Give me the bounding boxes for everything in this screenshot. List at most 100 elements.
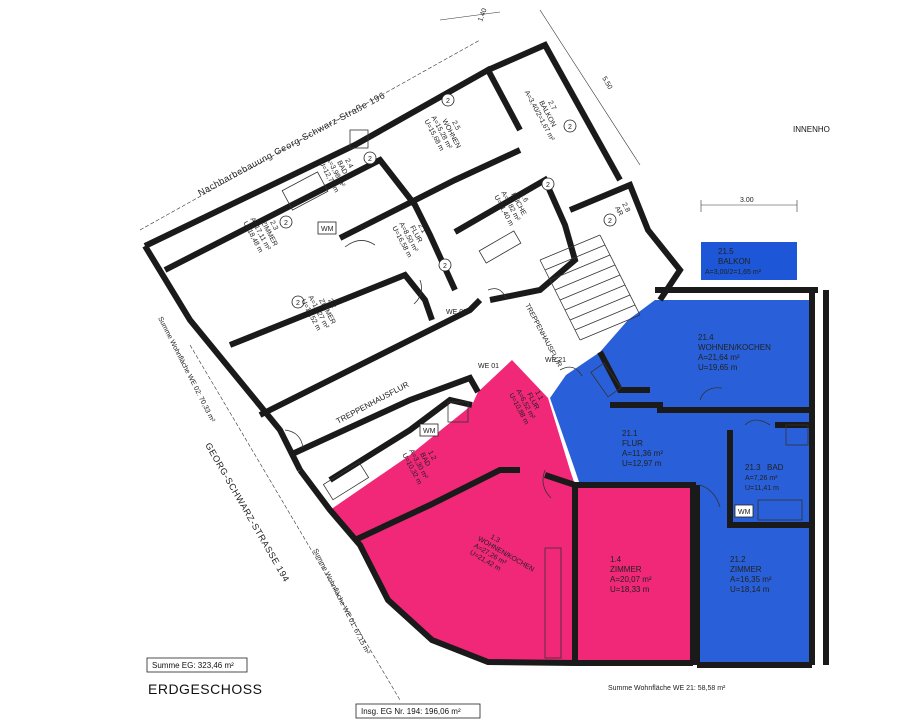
room-21-5: 21.5 BALKON A=3,00/2=1,65 m²: [705, 247, 762, 276]
svg-text:2: 2: [608, 218, 612, 225]
boundary-street: [189, 344, 401, 701]
room-2-5: 2.5 WOHNEN A=15,28 m² U=15,68 m: [422, 115, 461, 153]
svg-text:A=7,26 m²: A=7,26 m²: [745, 475, 778, 482]
entrance-we01: WE 01: [478, 363, 499, 370]
wall-corridor-south: [288, 374, 481, 458]
svg-text:21.4: 21.4: [698, 333, 714, 342]
wall-stair-east: [568, 181, 684, 302]
wall-north-we02: [143, 65, 523, 249]
wall-we01-east: [575, 482, 696, 665]
marker-circle: [438, 258, 452, 272]
walls: [142, 41, 829, 668]
svg-text:A=20,07 m²: A=20,07 m²: [610, 575, 652, 584]
wm-label: WM: [423, 428, 436, 435]
svg-text:U=12,97 m: U=12,97 m: [622, 459, 662, 468]
page-title: ERDGESCHOSS: [148, 681, 262, 697]
marker-circle: [279, 215, 293, 229]
room-1-4: 1.4 ZIMMER A=20,07 m² U=18,33 m: [610, 555, 652, 594]
door-arc: [699, 484, 721, 508]
balcony-21-5-fill: [701, 242, 797, 280]
dimension-3-00: 3.00: [740, 197, 754, 204]
door-arc: [284, 429, 304, 449]
svg-text:2: 2: [446, 98, 450, 105]
wall-flur-we02: [338, 147, 522, 241]
door-arc: [559, 366, 583, 377]
dimension-5-50: 5.50: [600, 76, 613, 91]
unit-we01-area: [330, 360, 693, 663]
room-21-3: 21.3 BAD A=7,26 m² U=11,41 m: [745, 463, 784, 492]
wall-mid-we02: [163, 156, 458, 292]
svg-text:1.4: 1.4: [610, 555, 622, 564]
svg-text:2.2: 2.2: [326, 298, 337, 310]
svg-text:WOHNEN/KOCHEN: WOHNEN/KOCHEN: [698, 343, 771, 352]
room-21-1: 21.1 FLUR A=11,36 m² U=12,97 m: [622, 429, 663, 468]
dim-line-140: [439, 11, 501, 21]
entrance-we02: WE 02: [446, 309, 467, 316]
summe-eg-box: [146, 657, 248, 673]
svg-text:2: 2: [546, 182, 550, 189]
svg-text:1.2: 1.2: [426, 450, 437, 462]
svg-text:A=16,35 m²: A=16,35 m²: [730, 575, 772, 584]
room-21-4: 21.4 WOHNEN/KOCHEN A=21,64 m² U=19,65 m: [698, 333, 771, 372]
wall-zimmer-we02: [258, 297, 483, 418]
marker-circle: [541, 177, 555, 191]
svg-text:BAD: BAD: [767, 463, 784, 472]
room-2-7: 2.7 BALKON A=3,40/2=1,67 m²: [523, 90, 557, 143]
wall-we21-bad: [727, 430, 812, 528]
svg-text:21.2: 21.2: [730, 555, 746, 564]
bathtub-we21: [757, 499, 803, 521]
svg-text:BALKON: BALKON: [718, 257, 751, 266]
marker-circle: [441, 93, 455, 107]
kitchen-counter-we01: [544, 547, 562, 659]
svg-text:U=18,14 m: U=18,14 m: [730, 585, 770, 594]
svg-text:AR: AR: [613, 205, 624, 217]
svg-text:2: 2: [568, 124, 572, 131]
details: [139, 9, 809, 701]
wm-box: [419, 423, 439, 437]
door-arc: [744, 419, 771, 426]
sum-we01: Summe Wohnfläche WE 01: 67,15 m²: [311, 548, 371, 656]
shower-we02: [349, 129, 369, 149]
marker-circle: [363, 151, 377, 165]
shower-we01: [447, 401, 469, 423]
room-markers: 2 2 2 2 2 2 2 2: [279, 93, 617, 309]
svg-text:ZIMMER: ZIMMER: [730, 565, 762, 574]
svg-text:A=11,36 m²: A=11,36 m²: [622, 449, 663, 458]
svg-text:21.1: 21.1: [622, 429, 638, 438]
svg-text:21.5: 21.5: [718, 247, 734, 256]
marker-circle: [563, 119, 577, 133]
svg-text:A=3,00/2=1,65 m²: A=3,00/2=1,65 m²: [705, 269, 762, 276]
kitchen-counter-we02: [478, 230, 522, 264]
svg-text:2: 2: [284, 220, 288, 227]
svg-text:2: 2: [443, 263, 447, 270]
wm-box: [734, 504, 754, 518]
wall-balcony-27: [486, 41, 623, 182]
room-1-1: 1.1 FLUR A=6,52 m² U=10,88 m: [507, 388, 544, 426]
wall-we01-living: [353, 467, 520, 543]
svg-text:A=21,64 m²: A=21,64 m²: [698, 353, 740, 362]
svg-text:2.5: 2.5: [450, 120, 461, 132]
sum-we02: Summe Wohnfläche WE 02: 70,33 m²: [156, 316, 216, 424]
dim-line-550: [539, 9, 641, 166]
door-arc: [413, 279, 422, 305]
entrance-we21: WE 21: [545, 357, 566, 364]
door-arc: [344, 240, 376, 248]
svg-text:2.8: 2.8: [620, 202, 631, 214]
svg-text:1.1: 1.1: [533, 390, 544, 402]
wall-we21-kitchen: [597, 350, 650, 393]
street-label: GEORG-SCHWARZ-STRASSE 194: [203, 441, 291, 584]
room-21-2: 21.2 ZIMMER A=16,35 m² U=18,14 m: [730, 555, 772, 594]
wall-west-we02: [142, 244, 303, 472]
appliances: WM WM WM: [317, 221, 754, 518]
summe-eg-text: Summe EG: 323,46 m²: [152, 661, 234, 670]
room-2-2: 2.2 ZIMMER A=12,27 m² U=15,52 m: [299, 295, 337, 333]
room-2-3: 2.3 ZIMMER A=17,11 m² U=18,48 m: [241, 217, 279, 255]
svg-text:2: 2: [296, 300, 300, 307]
bathtub-we01: [322, 461, 370, 501]
courtyard-label: INNENHO: [793, 125, 830, 134]
svg-text:2.4: 2.4: [343, 158, 354, 170]
door-arc: [487, 288, 507, 299]
door-arc: [542, 469, 552, 499]
wall-inner-we02: [228, 271, 435, 348]
wm-box: [317, 221, 337, 235]
